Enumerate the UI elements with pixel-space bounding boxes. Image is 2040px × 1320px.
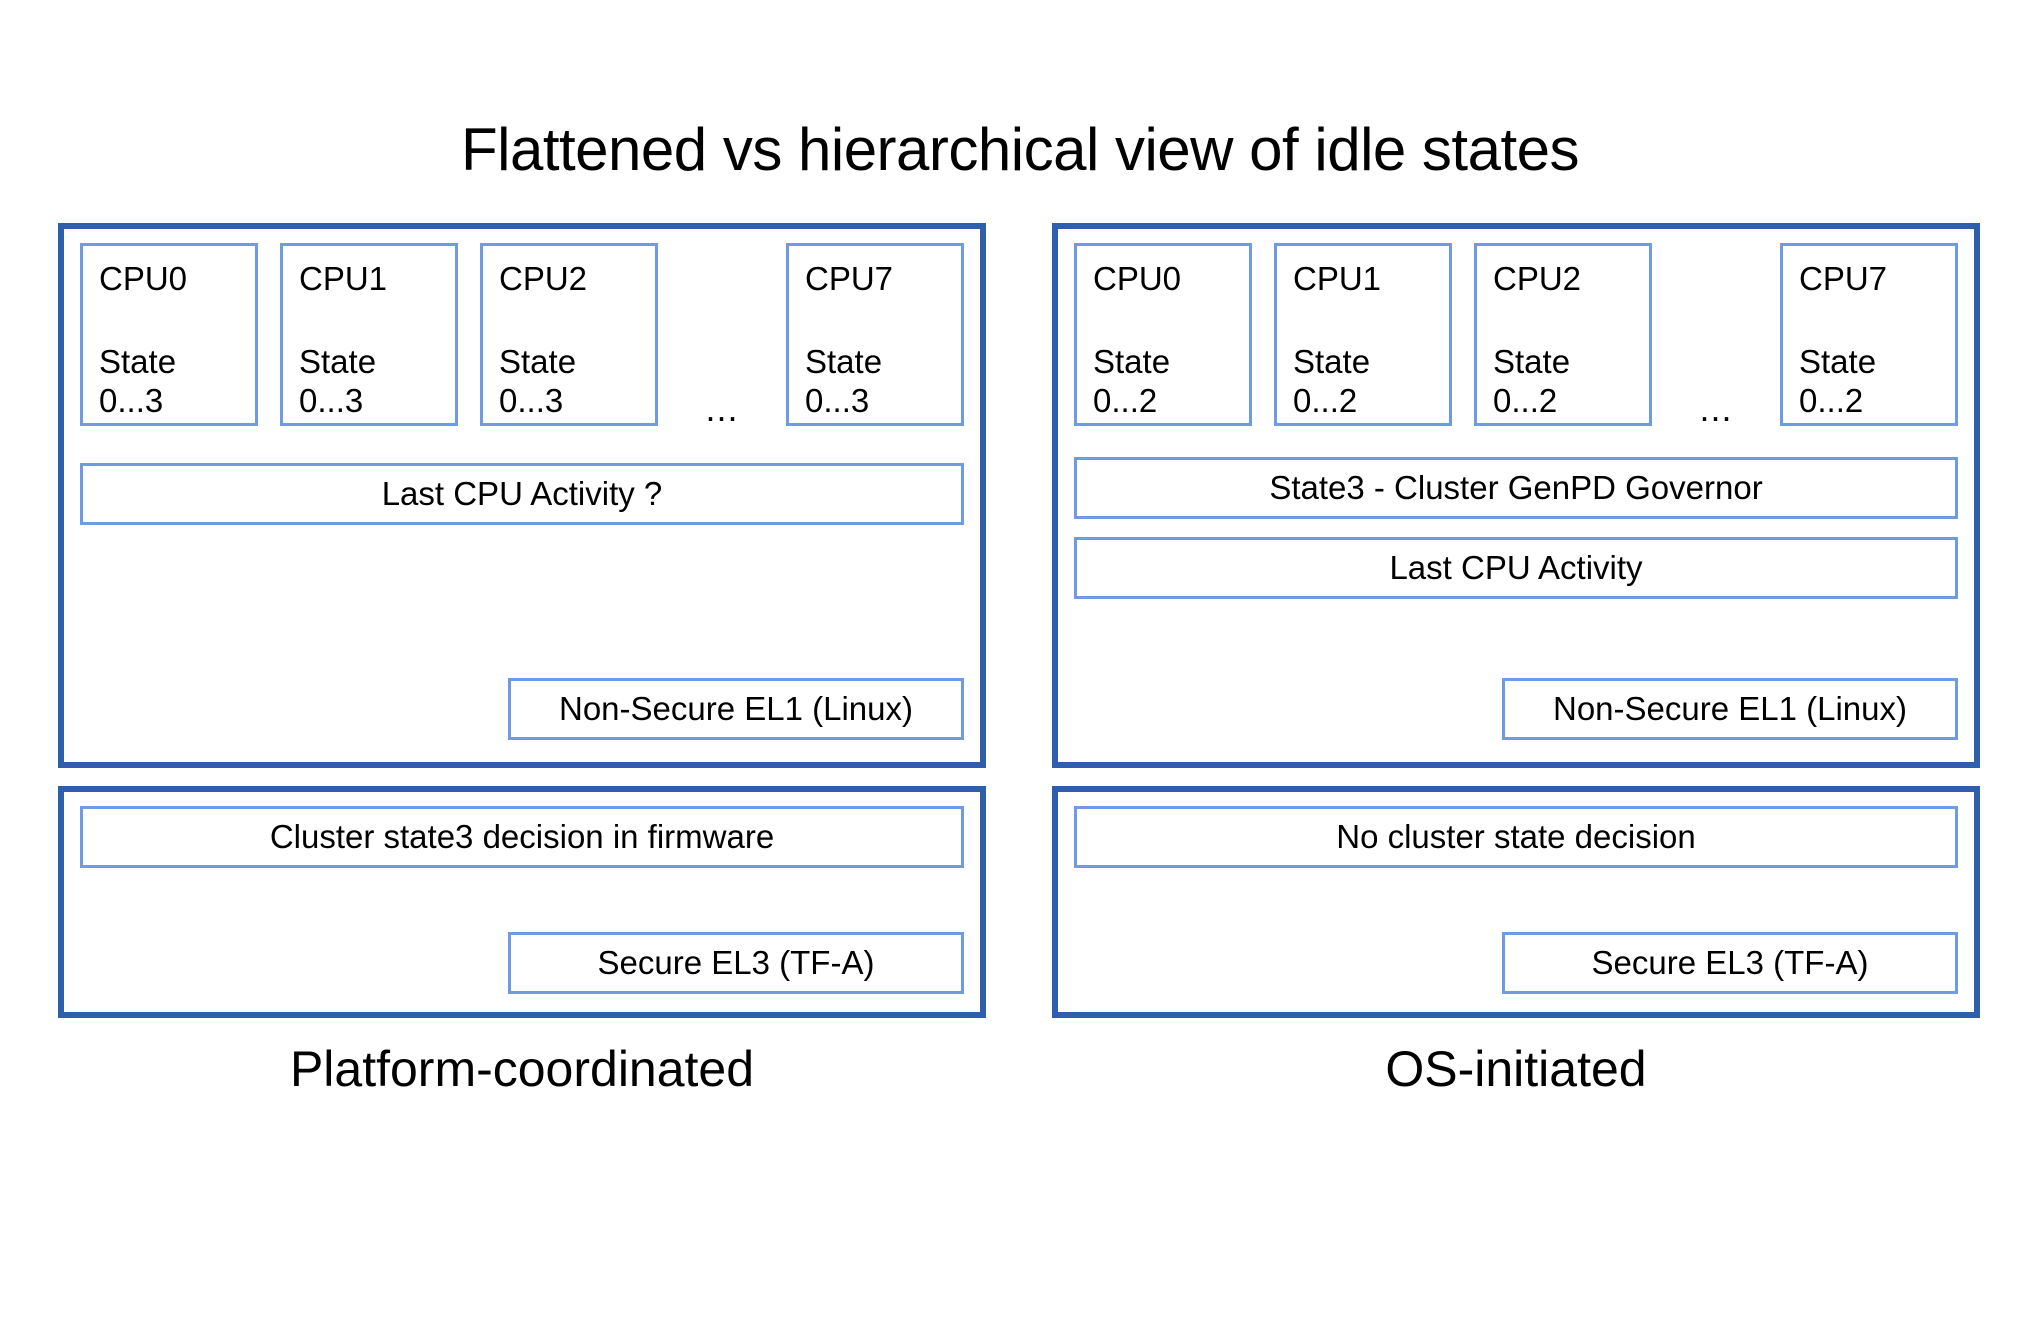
cpu-state: State 0...2 [1493,343,1649,421]
cpu-state: State 0...2 [1093,343,1249,421]
non-secure-el1-label-left: Non-Secure EL1 (Linux) [508,678,964,740]
caption-os-initiated: OS-initiated [1385,1041,1647,1097]
cpu-state: State 0...3 [299,343,455,421]
cpu-box-cpu7-left[interactable]: CPU7 State 0...3 [786,243,964,426]
state-range: 0...2 [1293,381,1358,419]
state-label: State [99,342,177,380]
cpu-box-cpu0-right[interactable]: CPU0 State 0...2 [1074,243,1252,426]
state-label: State [1093,342,1171,380]
state-range: 0...2 [1493,381,1558,419]
state-range: 0...2 [1093,381,1158,419]
spacer [80,439,964,463]
spacer [1074,439,1958,457]
cpu-label: CPU1 [299,260,388,297]
column-platform-coordinated: CPU0 State 0...3 CPU1 State 0...3 CPU2 S… [58,223,986,1018]
secure-el3-label-left: Secure EL3 (TF-A) [508,932,964,994]
cpu-label: CPU7 [805,260,894,297]
spacer [1074,519,1958,537]
cpu-row-left: CPU0 State 0...3 CPU1 State 0...3 CPU2 S… [80,243,964,439]
cpu-box-cpu2-left[interactable]: CPU2 State 0...3 [480,243,658,426]
cpu-label: CPU7 [1799,260,1888,297]
caption-platform-coordinated: Platform-coordinated [289,1041,755,1097]
state-range: 0...3 [499,381,564,419]
cpu-state: State 0...3 [805,343,961,421]
level-row-left-os: Non-Secure EL1 (Linux) [508,678,964,740]
state-label: State [1799,342,1877,380]
secure-panel-right: No cluster state decision Secure EL3 (TF… [1052,786,1980,1018]
cpu-label: CPU2 [1493,260,1582,297]
non-secure-el1-label-right: Non-Secure EL1 (Linux) [1502,678,1958,740]
cpu-state: State 0...3 [99,343,255,421]
cluster-genpd-governor-box-right[interactable]: State3 - Cluster GenPD Governor [1074,457,1958,519]
state-label: State [805,342,883,380]
last-cpu-activity-box-right[interactable]: Last CPU Activity [1074,537,1958,599]
cpu-box-cpu1-right[interactable]: CPU1 State 0...2 [1274,243,1452,426]
cpu-label: CPU0 [1093,260,1182,297]
state-range: 0...3 [299,381,364,419]
state-label: State [1293,342,1371,380]
level-row-left-fw: Secure EL3 (TF-A) [508,932,964,994]
page-title: Flattened vs hierarchical view of idle s… [460,116,1580,183]
cpu-row-right: CPU0 State 0...2 CPU1 State 0...2 CPU2 S… [1074,243,1958,439]
state-label: State [1493,342,1571,380]
cpu-box-cpu7-right[interactable]: CPU7 State 0...2 [1780,243,1958,426]
cpu-box-cpu1-left[interactable]: CPU1 State 0...3 [280,243,458,426]
cluster-decision-box-left[interactable]: Cluster state3 decision in firmware [80,806,964,868]
level-row-right-os: Non-Secure EL1 (Linux) [1502,678,1958,740]
state-range: 0...3 [99,381,164,419]
cpu-box-cpu2-right[interactable]: CPU2 State 0...2 [1474,243,1652,426]
cpu-label: CPU1 [1293,260,1382,297]
cpu-ellipsis-right: ... [1699,388,1733,429]
state-range: 0...3 [805,381,870,419]
non-secure-panel-left: CPU0 State 0...3 CPU1 State 0...3 CPU2 S… [58,223,986,768]
last-cpu-activity-box-left[interactable]: Last CPU Activity ? [80,463,964,525]
cpu-state: State 0...2 [1799,343,1955,421]
secure-el3-label-right: Secure EL3 (TF-A) [1502,932,1958,994]
state-label: State [499,342,577,380]
cpu-box-cpu0-left[interactable]: CPU0 State 0...3 [80,243,258,426]
cpu-state: State 0...2 [1293,343,1449,421]
state-range: 0...2 [1799,381,1864,419]
level-row-right-fw: Secure EL3 (TF-A) [1502,932,1958,994]
secure-panel-left: Cluster state3 decision in firmware Secu… [58,786,986,1018]
column-os-initiated: CPU0 State 0...2 CPU1 State 0...2 CPU2 S… [1052,223,1980,1018]
cpu-label: CPU0 [99,260,188,297]
state-label: State [299,342,377,380]
non-secure-panel-right: CPU0 State 0...2 CPU1 State 0...2 CPU2 S… [1052,223,1980,768]
cpu-label: CPU2 [499,260,588,297]
cpu-state: State 0...3 [499,343,655,421]
cpu-ellipsis-left: ... [705,388,739,429]
no-cluster-decision-box-right[interactable]: No cluster state decision [1074,806,1958,868]
